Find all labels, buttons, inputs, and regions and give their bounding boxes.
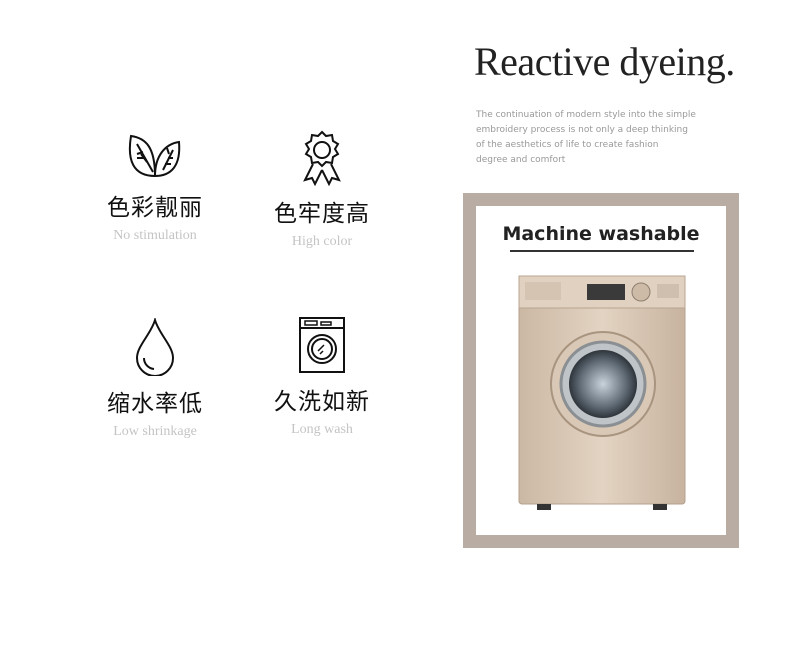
feature-long-wash: 久洗如新 Long wash	[252, 316, 392, 438]
feature-subtitle: Long wash	[291, 422, 353, 437]
feature-title: 色牢度高	[274, 201, 370, 227]
description: The continuation of modern style into th…	[476, 108, 716, 168]
washing-machine-image	[518, 275, 686, 510]
description-line: The continuation of modern style into th…	[476, 110, 696, 120]
feature-title: 久洗如新	[274, 389, 370, 415]
feature-title: 色彩靓丽	[107, 195, 203, 221]
description-line: degree and comfort	[476, 155, 566, 165]
description-line: of the aesthetics of life to create fash…	[476, 140, 659, 150]
feature-subtitle: Low shrinkage	[113, 424, 197, 439]
description-line: embroidery process is not only a deep th…	[476, 125, 688, 135]
feature-subtitle: High color	[291, 234, 353, 249]
underline	[510, 250, 694, 252]
feature-no-stimulation: 色彩靓丽 No stimulation	[85, 130, 225, 244]
product-panel: Machine washable	[463, 193, 739, 548]
washing-machine-icon	[299, 317, 345, 373]
leaves-icon	[128, 134, 181, 178]
water-drop-icon	[135, 318, 175, 376]
award-rosette-icon	[303, 130, 341, 186]
feature-low-shrinkage: 缩水率低 Low shrinkage	[85, 318, 225, 440]
page-title: Reactive dyeing.	[474, 39, 735, 84]
feature-title: 缩水率低	[107, 391, 203, 417]
panel-label: Machine washable	[502, 223, 700, 245]
feature-high-color: 色牢度高 High color	[252, 130, 392, 250]
feature-subtitle: No stimulation	[113, 228, 197, 243]
